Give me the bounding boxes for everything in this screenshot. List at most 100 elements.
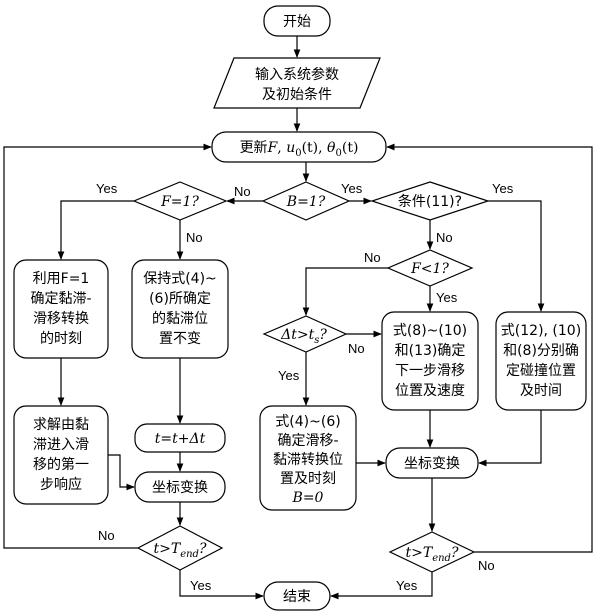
tend-left-b: ? bbox=[199, 541, 207, 557]
edge-eq12-coord bbox=[478, 410, 542, 467]
keep-line1: 保持式(4)~ bbox=[143, 271, 217, 287]
label-tend-left-yes: Yes bbox=[190, 578, 212, 593]
use-f1-line3: 滑移转换 bbox=[33, 310, 89, 327]
label-flt1-yes: Yes bbox=[436, 290, 458, 305]
decision-tend-right: t>Tend? bbox=[388, 531, 476, 573]
decision-cond11-label: 条件(11)? bbox=[398, 193, 462, 210]
decision-dt-a: Δt>t bbox=[280, 327, 314, 343]
update-f: F bbox=[267, 140, 279, 156]
label-decb-yes: Yes bbox=[341, 181, 363, 196]
solve-line3: 移的第一 bbox=[33, 456, 89, 473]
edge-tend-right-yes bbox=[330, 572, 433, 600]
box-eq12: 式(12), (10) 和(8)分别确 定碰撞位置 及时间 bbox=[495, 311, 587, 411]
update-sep3: (t) bbox=[342, 140, 359, 156]
label-cond-no: No bbox=[436, 230, 453, 245]
time-step-label: t=t+Δt bbox=[155, 431, 206, 447]
eq8-line4: 位置及速度 bbox=[395, 383, 465, 399]
label-tend-right-yes: Yes bbox=[396, 578, 418, 593]
decision-cond11: 条件(11)? bbox=[370, 181, 490, 221]
update-sep2: (t), bbox=[302, 140, 327, 156]
label-dt-yes: Yes bbox=[278, 368, 300, 383]
label-tend-left-no: No bbox=[98, 528, 115, 543]
use-f1-line2: 确定黏滞- bbox=[30, 291, 91, 307]
use-f1-line1: 利用F=1 bbox=[33, 271, 90, 287]
decision-flt1-label: F<1? bbox=[410, 261, 449, 277]
keep-line2: (6)所确定 bbox=[149, 291, 211, 307]
edge-tend-left-no bbox=[3, 143, 212, 549]
tend-right-b: ? bbox=[451, 545, 459, 561]
decision-dt-label: Δt>ts? bbox=[280, 327, 327, 346]
edge-flt1-no bbox=[302, 267, 388, 316]
decision-flt1: F<1? bbox=[386, 249, 474, 287]
box-solve: 求解由黏 滞进入滑 移的第一 步响应 bbox=[13, 405, 109, 505]
use-f1-line4: 的时刻 bbox=[40, 331, 82, 347]
update-node: 更新F, u0(t), θ0(t) bbox=[211, 131, 387, 163]
solve-line4: 步响应 bbox=[40, 476, 82, 493]
eq8-line2: 和(13)确定 bbox=[395, 343, 466, 359]
solve-line2: 滞进入滑 bbox=[33, 436, 89, 453]
tend-right-a: t>T bbox=[406, 545, 434, 561]
decision-tend-left: t>Tend? bbox=[136, 525, 224, 571]
box-time-step: t=t+Δt bbox=[134, 423, 226, 453]
coord-left-label: 坐标变换 bbox=[152, 479, 208, 496]
end-node: 结束 bbox=[263, 581, 331, 611]
update-theta-sub: 0 bbox=[335, 148, 341, 159]
label-f1-no: No bbox=[186, 230, 203, 245]
decision-b-label: B=1? bbox=[286, 194, 326, 210]
eq4-line5: B=0 bbox=[292, 490, 324, 506]
update-prefix: 更新 bbox=[240, 140, 268, 156]
edge-tend-right-no bbox=[386, 143, 593, 553]
start-node: 开始 bbox=[263, 5, 331, 37]
edge-tend-left-yes bbox=[179, 570, 264, 600]
label-decb-no: No bbox=[234, 184, 251, 199]
decision-b: B=1? bbox=[261, 181, 351, 221]
tend-left-label: t>Tend? bbox=[154, 541, 207, 560]
edge-f1-yes bbox=[57, 200, 134, 260]
label-tend-right-no: No bbox=[478, 558, 495, 573]
eq4-line3: 黏滞转换位 bbox=[273, 451, 343, 468]
update-sep1: , bbox=[277, 140, 286, 156]
box-eq4: 式(4)~(6) 确定滑移- 黏滞转换位 置及时刻 B=0 bbox=[259, 405, 357, 511]
start-label: 开始 bbox=[283, 14, 311, 30]
eq8-line1: 式(8)~(10) bbox=[393, 323, 467, 339]
edge-solve-coord bbox=[108, 454, 135, 491]
eq12-line2: 和(8)分别确 bbox=[503, 343, 579, 359]
input-label-line2: 及初始条件 bbox=[262, 86, 332, 103]
tend-left-sub: end bbox=[180, 549, 199, 560]
update-u-sub: 0 bbox=[295, 148, 301, 159]
box-use-f1: 利用F=1 确定黏滞- 滑移转换 的时刻 bbox=[13, 259, 109, 359]
decision-f1-label: F=1? bbox=[160, 194, 199, 210]
decision-dt: Δt>ts? bbox=[262, 315, 348, 353]
eq12-line4: 及时间 bbox=[520, 383, 562, 399]
box-eq8: 式(8)~(10) 和(13)确定 下一步滑移 位置及速度 bbox=[381, 311, 479, 411]
decision-f1: F=1? bbox=[132, 181, 228, 221]
eq4-line1: 式(4)~(6) bbox=[275, 414, 340, 430]
box-coord-right: 坐标变换 bbox=[385, 447, 479, 479]
label-f1-yes: Yes bbox=[96, 181, 118, 196]
keep-line4: 置不变 bbox=[159, 331, 201, 347]
input-label-line1: 输入系统参数 bbox=[255, 66, 339, 83]
eq4-line2: 确定滑移- bbox=[277, 432, 338, 449]
update-u: u bbox=[286, 140, 295, 156]
keep-line3: 的黏滞位 bbox=[152, 311, 208, 327]
coord-right-label: 坐标变换 bbox=[404, 455, 460, 472]
label-flt1-no: No bbox=[364, 250, 381, 265]
input-node: 输入系统参数 及初始条件 bbox=[213, 57, 381, 109]
eq12-line1: 式(12), (10) bbox=[501, 323, 581, 339]
tend-right-label: t>Tend? bbox=[406, 545, 459, 564]
box-keep: 保持式(4)~ (6)所确定 的黏滞位 置不变 bbox=[131, 259, 229, 359]
update-label: 更新F, u0(t), θ0(t) bbox=[240, 140, 359, 159]
eq4-line4: 置及时刻 bbox=[280, 471, 336, 487]
eq8-line3: 下一步滑移 bbox=[395, 362, 465, 379]
end-label: 结束 bbox=[283, 589, 311, 605]
eq12-line3: 定碰撞位置 bbox=[506, 363, 576, 379]
tend-left-a: t>T bbox=[154, 541, 182, 557]
box-coord-left: 坐标变换 bbox=[134, 471, 226, 503]
tend-right-sub: end bbox=[432, 553, 451, 564]
decision-dt-b: ? bbox=[319, 327, 327, 343]
solve-line1: 求解由黏 bbox=[33, 417, 89, 433]
label-cond-yes: Yes bbox=[492, 181, 514, 196]
decision-dt-sub: s bbox=[314, 335, 319, 346]
label-dt-no: No bbox=[348, 341, 365, 356]
